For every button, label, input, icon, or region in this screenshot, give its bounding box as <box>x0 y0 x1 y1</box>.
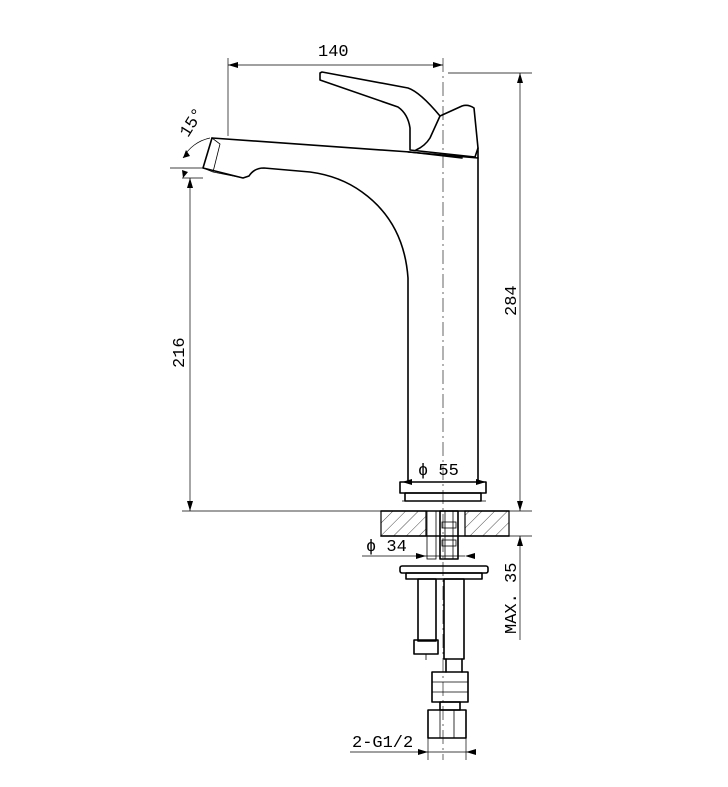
label-angle: 15° <box>177 105 209 141</box>
mounting-hardware <box>399 510 489 739</box>
faucet-body <box>202 71 487 502</box>
label-max-thickness: MAX. 35 <box>503 563 522 634</box>
label-thread: 2-G1/2 <box>352 734 413 753</box>
label-height-total: 284 <box>503 285 522 316</box>
lever-handle <box>319 71 479 158</box>
dimension-lines <box>170 58 532 760</box>
label-diameter-hole: ϕ 34 <box>366 538 407 557</box>
spout <box>211 137 463 159</box>
label-height-spout: 216 <box>171 337 190 368</box>
label-width-top: 140 <box>318 43 349 62</box>
label-diameter-base: ϕ 55 <box>418 462 459 481</box>
